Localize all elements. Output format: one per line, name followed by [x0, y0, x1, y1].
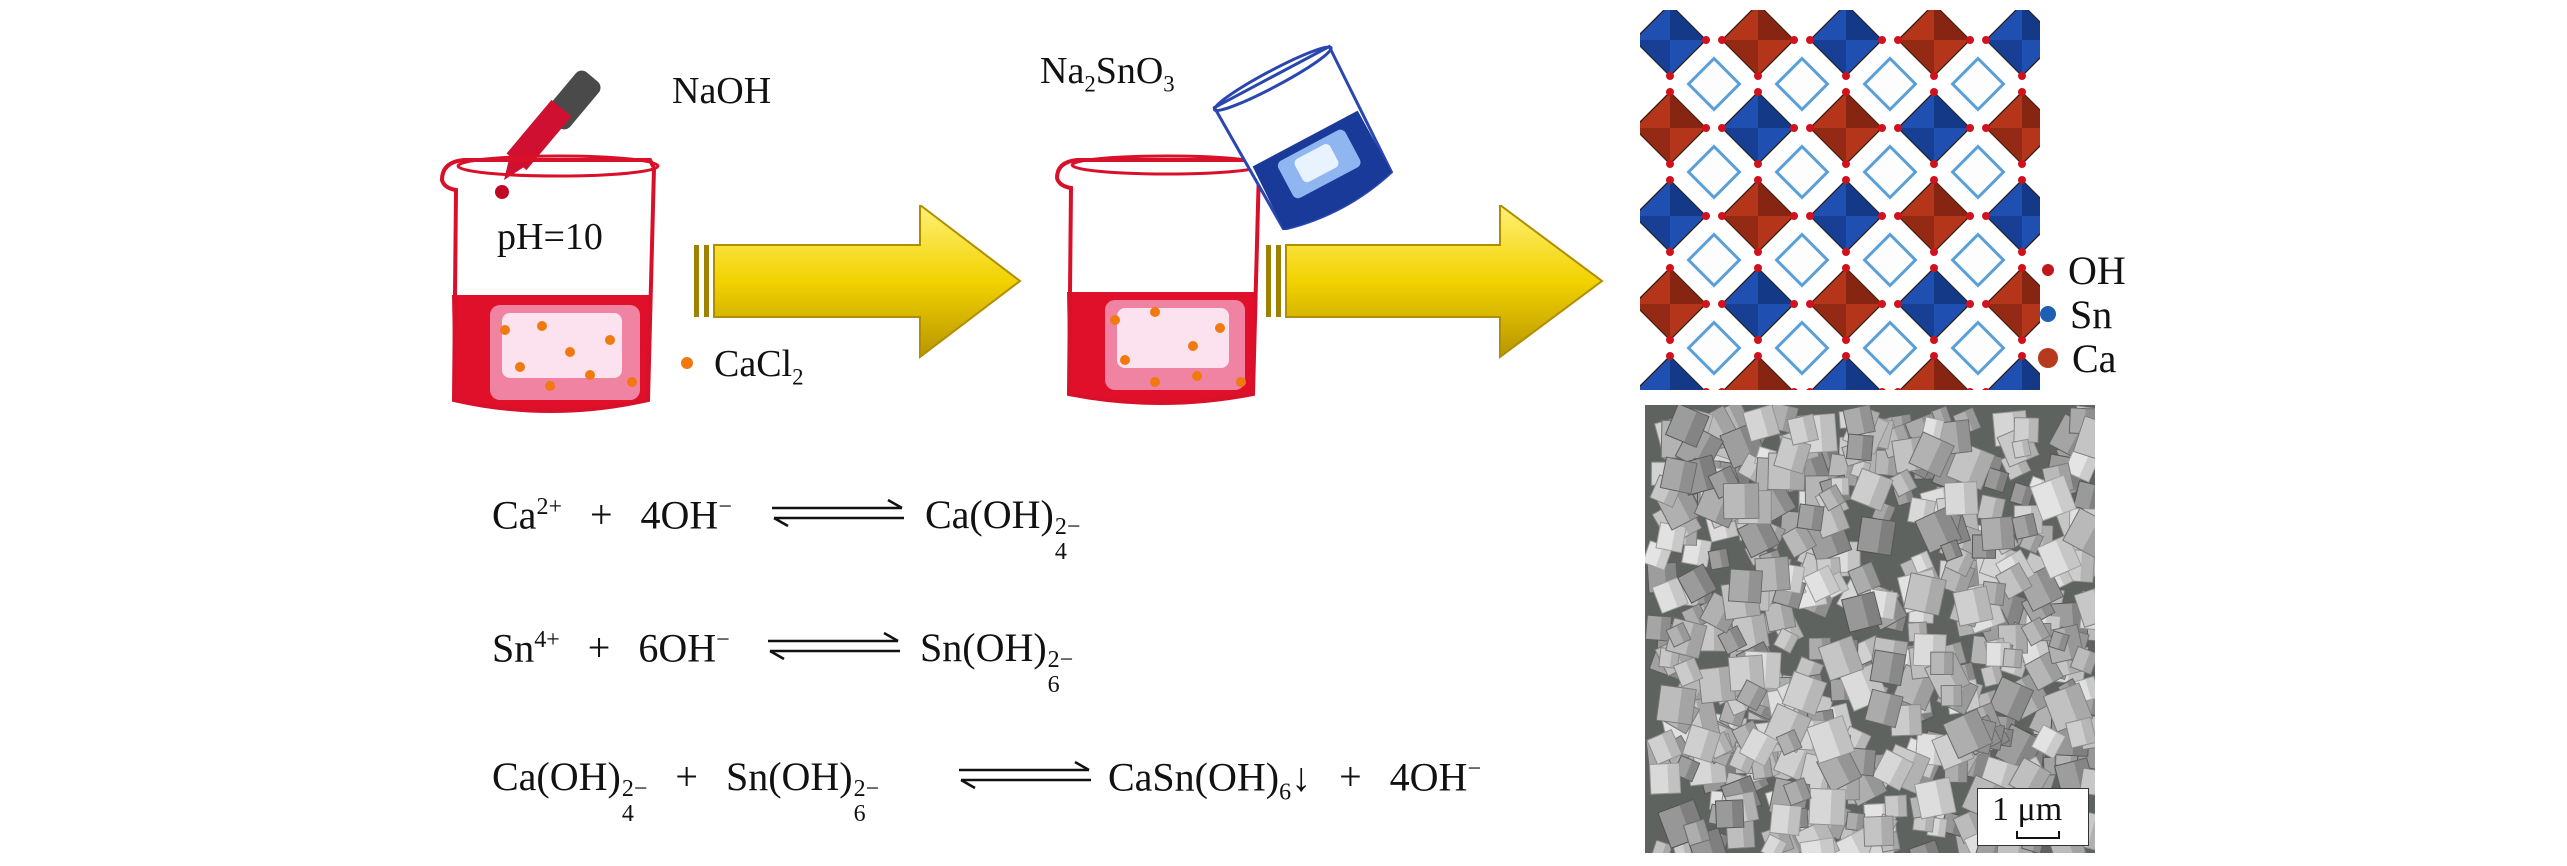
equilibrium-arrow-3: [959, 760, 1091, 790]
pouring-beaker-na2sno3: [1212, 44, 1394, 230]
sem-micrograph-image: [1645, 405, 2095, 853]
equation-1-product: Ca(OH)2−4: [925, 492, 1081, 566]
sn-dot-icon: [2040, 306, 2056, 322]
equilibrium-arrow-1: [772, 498, 904, 528]
legend-item-oh: OH: [2042, 247, 2126, 293]
naoh-label: NaOH: [672, 70, 772, 112]
legend: OH Sn Ca: [2038, 247, 2126, 381]
process-arrow-1: [694, 205, 1022, 360]
legend-item-ca: Ca: [2038, 335, 2126, 381]
equation-3: Ca(OH)2−4 + Sn(OH)2−6: [492, 754, 880, 828]
legend-label-sn: Sn: [2070, 291, 2113, 337]
scale-bar-box: 1 μm: [1977, 788, 2089, 846]
legend-label-oh: OH: [2068, 247, 2126, 293]
scale-bar-line: [2016, 831, 2060, 839]
ph-label: pH=10: [497, 216, 603, 258]
beaker-1-naoh: [440, 70, 660, 413]
equation-3-product: CaSn(OH)6↓ + 4OH−: [1108, 754, 1481, 806]
ca-dot-icon: [2038, 348, 2058, 368]
equation-2: Sn4+ + 6OH−: [492, 625, 730, 671]
scale-bar-label: 1 μm: [1992, 791, 2063, 828]
cacl2-dot-icon: [681, 357, 693, 369]
beaker-2-reaction: [1055, 154, 1264, 405]
equation-1: Ca2+ + 4OH−: [492, 492, 732, 538]
dropper-icon: [495, 70, 601, 199]
equation-2-product: Sn(OH)2−6: [920, 625, 1074, 699]
na2sno3-label: Na2SnO3: [1040, 50, 1175, 97]
legend-label-ca: Ca: [2072, 335, 2117, 381]
equilibrium-arrow-2: [768, 631, 900, 661]
cacl2-label: CaCl2: [714, 343, 804, 390]
oh-dot-icon: [2042, 264, 2054, 276]
process-arrow-2: [1266, 205, 1604, 359]
crystal-structure-image: [1640, 10, 2040, 390]
legend-item-sn: Sn: [2040, 291, 2126, 337]
